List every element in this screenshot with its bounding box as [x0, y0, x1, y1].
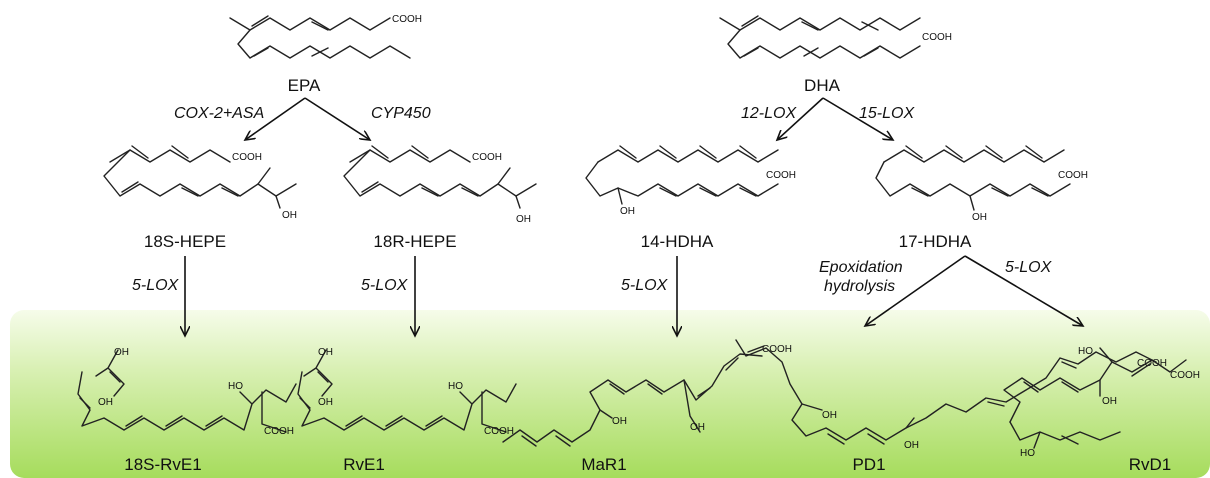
enzyme-cyp450: CYP450 — [371, 105, 431, 122]
14-hdha-label: 14-HDHA — [641, 232, 714, 251]
18s-rve1-cooh: COOH — [264, 426, 294, 437]
pd1-oh-right: OH — [904, 440, 919, 451]
rve1-cooh: COOH — [484, 426, 514, 437]
17-hdha-cooh: COOH — [1058, 170, 1088, 181]
18r-hepe-cooh: COOH — [472, 152, 502, 163]
18s-rve1-oh-mid: OH — [98, 397, 113, 408]
enzyme-5-lox-18r: 5-LOX — [361, 277, 409, 294]
rve1-structure — [297, 349, 517, 433]
enzyme-epoxidation: Epoxidation — [819, 259, 903, 276]
arrow-dha-to-14-hdha — [777, 97, 824, 140]
rvd1-cooh: COOH — [1170, 370, 1200, 381]
dha-label: DHA — [804, 76, 841, 95]
enzyme-5-lox-17: 5-LOX — [1005, 259, 1053, 276]
pd1-cooh: COOH — [1137, 358, 1167, 369]
18r-hepe-structure — [343, 145, 537, 209]
enzyme-5-lox-18s: 5-LOX — [132, 277, 180, 294]
18r-hepe-oh: OH — [516, 214, 531, 225]
rve1-oh-top: OH — [318, 347, 333, 358]
mar1-cooh: COOH — [762, 344, 792, 355]
18s-rve1-ho: HO — [228, 381, 243, 392]
arrow-epa-to-18s-hepe — [245, 97, 306, 140]
pd1-oh-left: OH — [822, 410, 837, 421]
rvd1-oh: OH — [1102, 396, 1117, 407]
18s-hepe-cooh: COOH — [232, 152, 262, 163]
rvd1-ho-bottom: HO — [1020, 448, 1035, 459]
rve1-oh-mid: OH — [318, 397, 333, 408]
18s-hepe-structure — [103, 145, 297, 209]
rve1-label: RvE1 — [343, 455, 385, 474]
18s-rve1-structure — [77, 349, 297, 433]
18s-rve1-label: 18S-RvE1 — [124, 455, 201, 474]
dha-structure — [719, 15, 921, 59]
rve1-ho: HO — [448, 381, 463, 392]
arrow-17-hdha-to-pd1 — [865, 255, 966, 326]
enzyme-15-lox: 15-LOX — [859, 105, 915, 122]
rvd1-label: RvD1 — [1129, 455, 1172, 474]
arrow-epa-to-18r-hepe — [304, 97, 370, 140]
17-hdha-oh: OH — [972, 212, 987, 223]
arrow-17-hdha-to-rvd1 — [964, 255, 1083, 326]
enzyme-5-lox-14: 5-LOX — [621, 277, 669, 294]
products-background-band — [10, 310, 1210, 478]
dha-cooh: COOH — [922, 32, 952, 43]
enzyme-12-lox: 12-LOX — [741, 105, 797, 122]
14-hdha-oh: OH — [620, 206, 635, 217]
enzyme-cox2-asa: COX-2+ASA — [174, 105, 264, 122]
arrow-dha-to-17-hdha — [822, 97, 893, 140]
17-hdha-structure — [875, 145, 1071, 211]
18s-hepe-oh: OH — [282, 210, 297, 221]
18s-rve1-oh-top: OH — [114, 347, 129, 358]
17-hdha-label: 17-HDHA — [899, 232, 972, 251]
mar1-structure — [502, 353, 763, 447]
epa-label: EPA — [288, 76, 321, 95]
epa-cooh: COOH — [392, 14, 422, 25]
pd1-structure — [735, 339, 1157, 445]
mar1-oh-right: OH — [690, 422, 705, 433]
pd1-label: PD1 — [852, 455, 885, 474]
18s-hepe-label: 18S-HEPE — [144, 232, 226, 251]
14-hdha-structure — [585, 145, 779, 205]
rvd1-ho: HO — [1078, 346, 1093, 357]
mar1-label: MaR1 — [581, 455, 626, 474]
14-hdha-cooh: COOH — [766, 170, 796, 181]
epa-structure — [229, 15, 411, 59]
mar1-oh-left: OH — [612, 416, 627, 427]
18r-hepe-label: 18R-HEPE — [373, 232, 456, 251]
rvd1-structure — [1003, 347, 1187, 449]
enzyme-hydrolysis: hydrolysis — [824, 278, 895, 295]
